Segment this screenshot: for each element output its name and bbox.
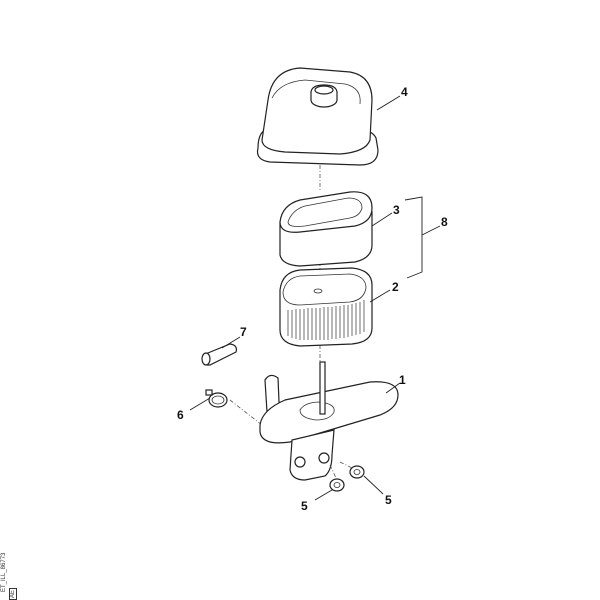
air-filter-element: [279, 267, 373, 347]
callout-3: 3: [393, 203, 400, 217]
filter-set-bracket: [404, 196, 423, 279]
callout-8: 8: [441, 215, 448, 229]
callout-7: 7: [240, 325, 247, 339]
air-filter-base: [259, 361, 399, 481]
callout-1: 1: [399, 373, 406, 387]
nut: [329, 478, 345, 492]
hose-line: [229, 399, 263, 426]
illustration-code: ET_ILL_86773 AE: [1, 548, 17, 600]
callout-6: 6: [177, 408, 184, 422]
illustration-id: ET_ILL_86773: [1, 552, 7, 592]
callout-5: 5: [385, 493, 392, 507]
callout-4: 4: [401, 85, 408, 99]
illustration-tag: AE: [9, 587, 17, 600]
nut: [349, 465, 365, 479]
pre-filter-foam: [279, 191, 373, 267]
callout-5: 5: [301, 499, 308, 513]
air-filter-cover: [256, 67, 379, 166]
hose: [201, 343, 237, 366]
hose-clip: [205, 389, 228, 408]
callout-2: 2: [392, 280, 399, 294]
